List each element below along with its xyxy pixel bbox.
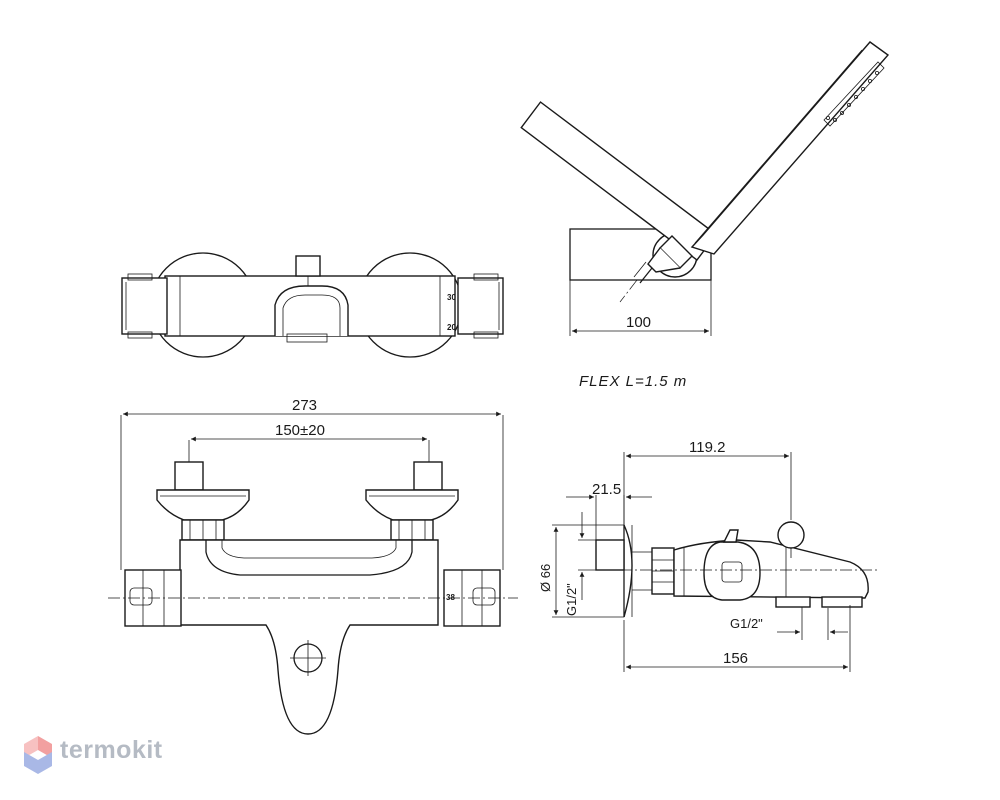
top-scale-20: 20 bbox=[447, 323, 456, 332]
front-scale-38: 38 bbox=[446, 593, 455, 602]
dimension-wall-offset: 21.5 bbox=[592, 481, 621, 498]
dimension-outlet-thread: G1/2" bbox=[730, 616, 763, 631]
dimension-holder-width: 100 bbox=[626, 314, 651, 331]
termokit-watermark: termokit bbox=[60, 736, 163, 764]
hose-length-note: FLEX L=1.5 m bbox=[579, 373, 687, 390]
hand-shower-view: 100 bbox=[520, 41, 890, 336]
dimension-side-depth: 119.2 bbox=[689, 439, 725, 456]
dimension-total-depth: 156 bbox=[723, 650, 748, 667]
dimension-inlet-thread: G1/2" bbox=[564, 583, 579, 616]
top-scale-30: 30 bbox=[447, 293, 456, 302]
dimension-overall-width: 273 bbox=[292, 397, 317, 414]
dimension-inlet-spacing: 150±20 bbox=[275, 422, 325, 439]
front-view: 273 150±20 bbox=[108, 397, 518, 735]
shower-nozzles bbox=[823, 61, 885, 127]
dimension-diameter: Ø 66 bbox=[538, 564, 553, 592]
termokit-logo-icon bbox=[24, 736, 52, 774]
top-view: 30 20 bbox=[121, 252, 504, 358]
side-view: 119.2 21.5 G1/2" bbox=[538, 439, 880, 672]
